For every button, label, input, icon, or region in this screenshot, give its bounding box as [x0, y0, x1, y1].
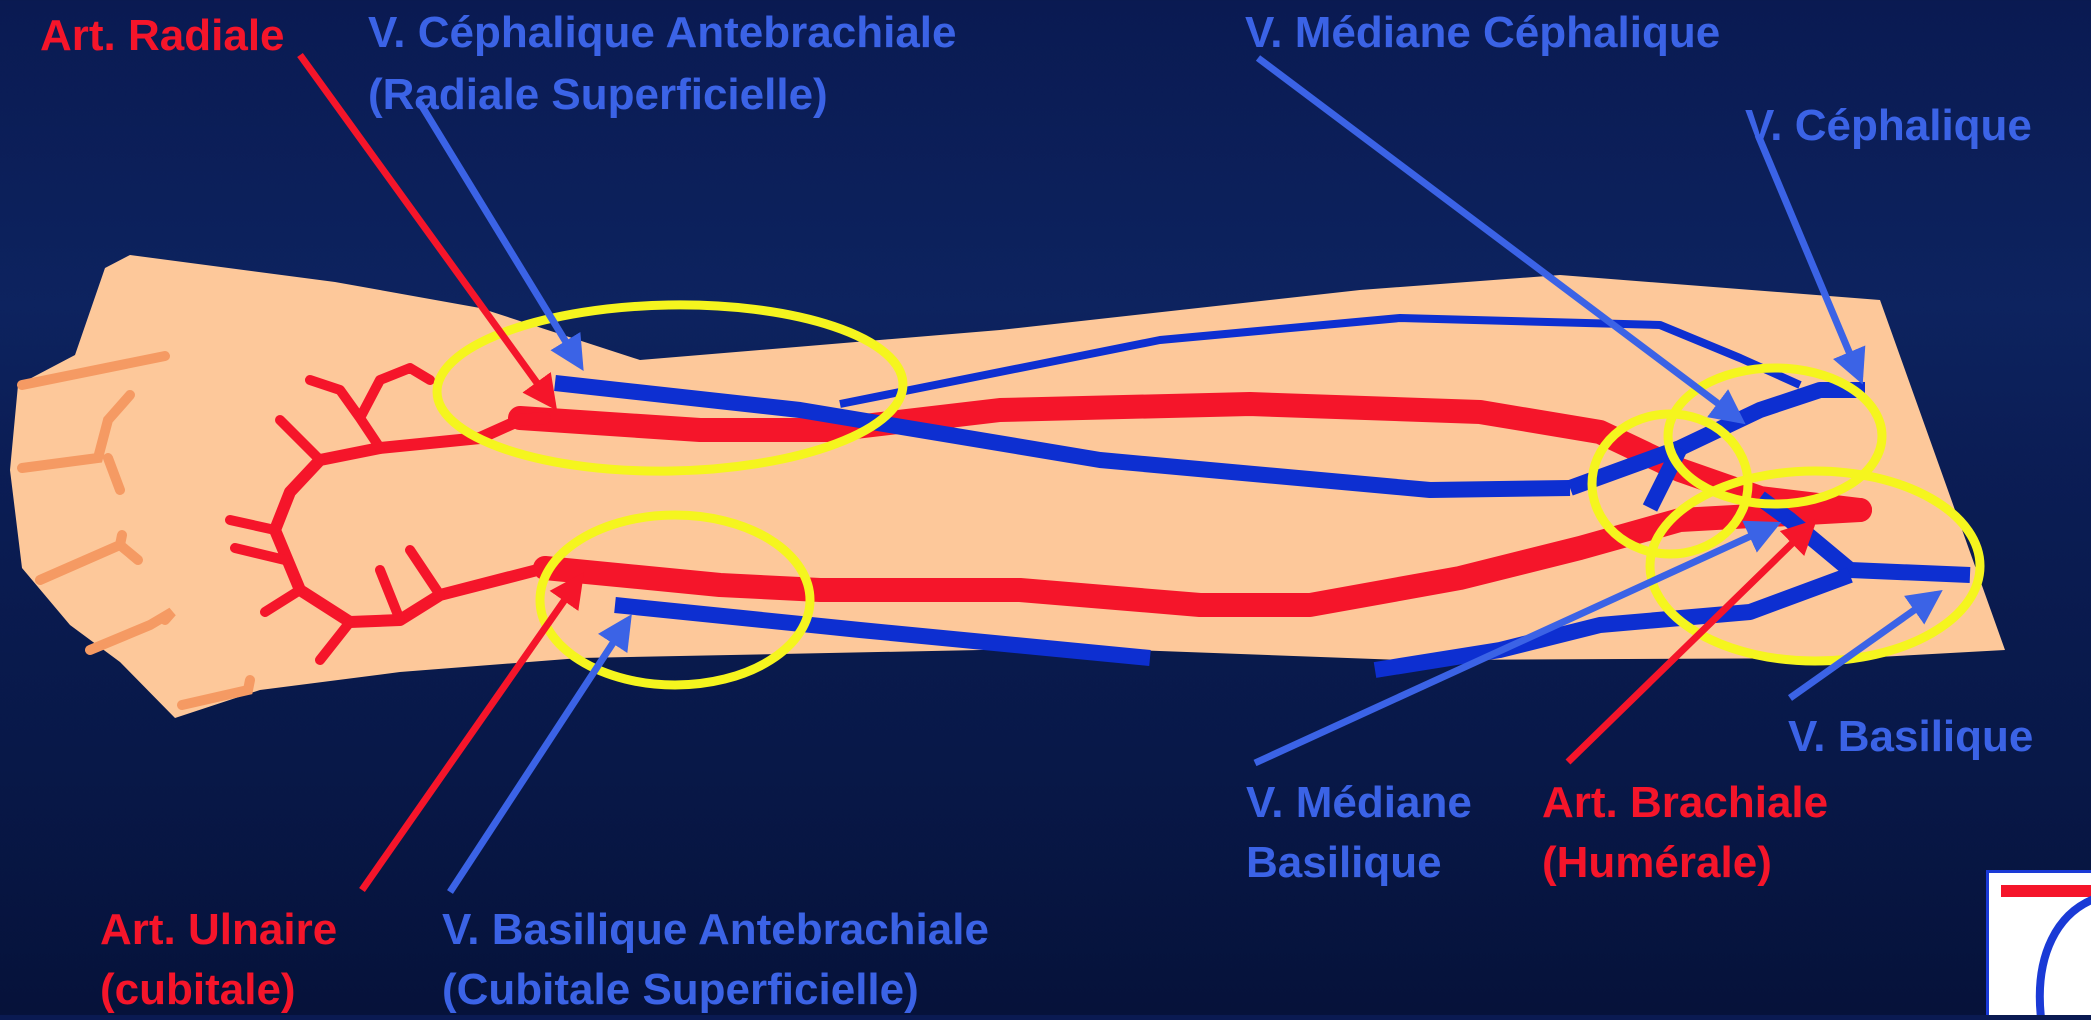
label-v-cephalique-ante-line2: (Radiale Superficielle) [368, 65, 828, 125]
label-v-mediane-basilique-line2: Basilique [1246, 833, 1442, 893]
label-art-radiale: Art. Radiale [40, 6, 285, 66]
label-v-mediane-basilique-line1: V. Médiane [1246, 773, 1472, 833]
label-art-brachiale-line1: Art. Brachiale [1542, 773, 1828, 833]
logo-mark [1989, 873, 2091, 1015]
label-art-brachiale-line2: (Humérale) [1542, 833, 1772, 893]
label-art-ulnaire-line2: (cubitale) [100, 960, 296, 1020]
label-v-cephalique: V. Céphalique [1745, 96, 2032, 156]
label-art-ulnaire-line1: Art. Ulnaire [100, 900, 337, 960]
corner-logo [1986, 870, 2091, 1015]
label-v-basilique: V. Basilique [1788, 707, 2033, 767]
label-v-basilique-ante-line2: (Cubitale Superficielle) [442, 960, 919, 1020]
label-v-cephalique-ante-line1: V. Céphalique Antebrachiale [368, 3, 956, 63]
label-v-basilique-ante-line1: V. Basilique Antebrachiale [442, 900, 989, 960]
label-v-mediane-cephalique: V. Médiane Céphalique [1245, 3, 1720, 63]
